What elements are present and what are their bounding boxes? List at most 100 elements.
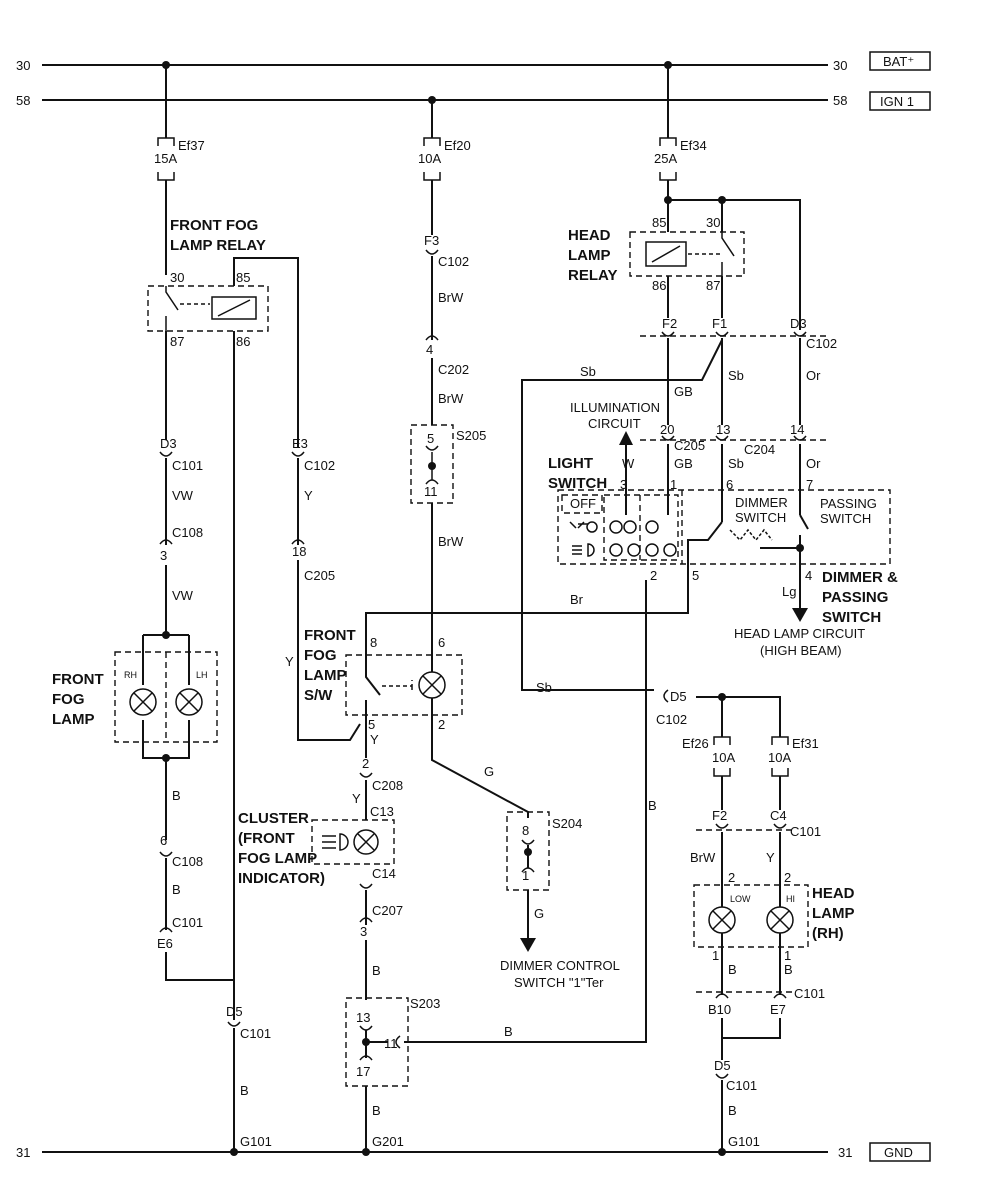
svg-text:D3: D3	[790, 316, 807, 331]
svg-text:SWITCH: SWITCH	[820, 511, 871, 526]
svg-text:20: 20	[660, 422, 674, 437]
svg-text:Sb: Sb	[580, 364, 596, 379]
svg-text:1: 1	[670, 477, 677, 492]
fuse-ef31: Ef31 10A	[768, 736, 819, 777]
svg-text:Y: Y	[766, 850, 775, 865]
svg-text:D3: D3	[160, 436, 177, 451]
svg-text:S205: S205	[456, 428, 486, 443]
svg-text:5: 5	[692, 568, 699, 583]
svg-text:SWITCH: SWITCH	[735, 510, 786, 525]
svg-text:8: 8	[522, 823, 529, 838]
svg-text:C205: C205	[304, 568, 335, 583]
svg-text:4: 4	[426, 342, 433, 357]
svg-text:Sb: Sb	[536, 680, 552, 695]
svg-text:S204: S204	[552, 816, 582, 831]
svg-text:1: 1	[522, 868, 529, 883]
svg-text:LIGHT: LIGHT	[548, 455, 593, 472]
svg-text:FRONT: FRONT	[304, 627, 356, 644]
svg-text:LAMP: LAMP	[568, 247, 611, 264]
svg-text:B: B	[372, 963, 381, 978]
svg-text:SWITCH "1"Ter: SWITCH "1"Ter	[514, 975, 604, 990]
svg-text:D5: D5	[714, 1058, 731, 1073]
svg-text:2: 2	[362, 756, 369, 771]
svg-text:17: 17	[356, 1064, 370, 1079]
front-fog-lamp-relay: 30 85 87 86	[147, 270, 269, 349]
svg-text:B: B	[372, 1103, 381, 1118]
svg-text:11: 11	[384, 1036, 398, 1051]
svg-text:CIRCUIT: CIRCUIT	[588, 416, 641, 431]
svg-text:F3: F3	[424, 233, 439, 248]
svg-text:LAMP: LAMP	[52, 711, 95, 728]
svg-text:5: 5	[427, 431, 434, 446]
svg-text:RH: RH	[124, 670, 137, 680]
svg-text:LOW: LOW	[730, 894, 751, 904]
svg-text:1: 1	[784, 948, 791, 963]
svg-text:G201: G201	[372, 1134, 404, 1149]
svg-text:7: 7	[806, 477, 813, 492]
svg-text:85: 85	[652, 215, 666, 230]
svg-text:C102: C102	[656, 712, 687, 727]
svg-text:B10: B10	[708, 1002, 731, 1017]
svg-text:C13: C13	[370, 804, 394, 819]
svg-text:10A: 10A	[712, 750, 735, 765]
svg-text:1: 1	[712, 948, 719, 963]
svg-text:S203: S203	[410, 996, 440, 1011]
svg-text:(FRONT: (FRONT	[238, 830, 295, 847]
svg-text:Sb: Sb	[728, 368, 744, 383]
fuse-ef34: Ef34 25A	[654, 137, 707, 181]
gnd-rail: 31 31 GND	[16, 1142, 931, 1162]
svg-text:D5: D5	[670, 689, 687, 704]
svg-text:4: 4	[805, 568, 812, 583]
svg-text:C202: C202	[438, 362, 469, 377]
svg-text:HEAD LAMP CIRCUIT: HEAD LAMP CIRCUIT	[734, 626, 865, 641]
svg-text:DIMMER &: DIMMER &	[822, 569, 898, 586]
svg-text:10A: 10A	[418, 151, 441, 166]
svg-text:G101: G101	[728, 1134, 760, 1149]
svg-text:FOG LAMP: FOG LAMP	[238, 850, 317, 867]
svg-text:Ef31: Ef31	[792, 736, 819, 751]
svg-text:BrW: BrW	[438, 391, 464, 406]
svg-text:Br: Br	[570, 592, 584, 607]
head-lamp-rh: 2 2 LOW HI 1 1	[693, 870, 809, 963]
svg-text:3: 3	[360, 924, 367, 939]
splice-s204: S204 8 1	[506, 811, 582, 891]
svg-text:LAMP: LAMP	[812, 905, 855, 922]
svg-text:F2: F2	[712, 808, 727, 823]
svg-text:HEAD: HEAD	[568, 227, 611, 244]
svg-text:B: B	[728, 1103, 737, 1118]
svg-text:GB: GB	[674, 456, 693, 471]
svg-text:Y: Y	[285, 654, 294, 669]
svg-text:CLUSTER: CLUSTER	[238, 810, 309, 827]
svg-text:FOG: FOG	[304, 647, 337, 664]
svg-text:Ef26: Ef26	[682, 736, 709, 751]
svg-text:HI: HI	[786, 894, 795, 904]
fuse-ef37: Ef37 15A	[154, 137, 205, 181]
svg-text:30: 30	[170, 270, 184, 285]
svg-text:87: 87	[706, 278, 720, 293]
svg-text:C101: C101	[172, 458, 203, 473]
svg-text:18: 18	[292, 544, 306, 559]
svg-text:Lg: Lg	[782, 584, 796, 599]
svg-text:W: W	[622, 456, 635, 471]
svg-text:30: 30	[706, 215, 720, 230]
svg-text:C101: C101	[726, 1078, 757, 1093]
svg-text:FOG: FOG	[52, 691, 85, 708]
svg-text:15A: 15A	[154, 151, 177, 166]
svg-text:6: 6	[438, 635, 445, 650]
fuse-ef20: Ef20 10A	[418, 137, 471, 181]
svg-text:14: 14	[790, 422, 804, 437]
svg-text:BrW: BrW	[438, 290, 464, 305]
svg-text:E7: E7	[770, 1002, 786, 1017]
gnd-rail-num-right: 31	[838, 1145, 852, 1160]
ign-label: IGN 1	[880, 94, 914, 109]
gnd-rail-num-left: 31	[16, 1145, 30, 1160]
svg-text:INDICATOR): INDICATOR)	[238, 870, 325, 887]
ign-rail: 58 58 IGN 1	[16, 91, 931, 111]
svg-text:6: 6	[726, 477, 733, 492]
svg-text:S/W: S/W	[304, 687, 333, 704]
svg-text:(HIGH BEAM): (HIGH BEAM)	[760, 643, 842, 658]
svg-text:Sb: Sb	[728, 456, 744, 471]
fog-relay-title-1: FRONT FOG	[170, 217, 258, 234]
svg-text:10A: 10A	[768, 750, 791, 765]
